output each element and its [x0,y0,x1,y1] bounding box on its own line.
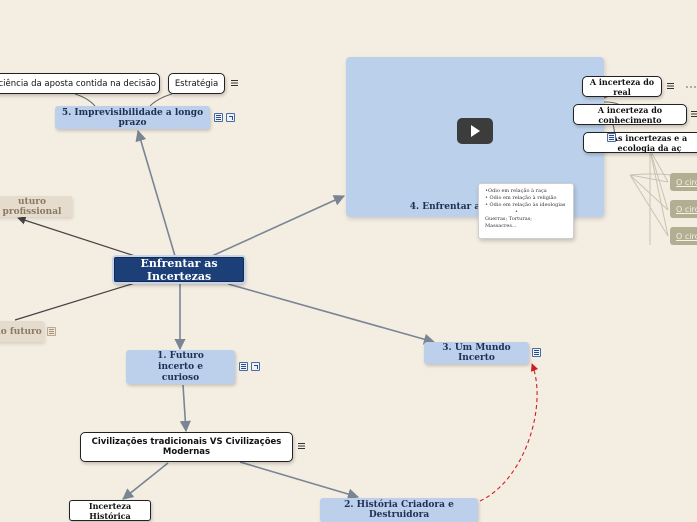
subtopic-civilizacoes[interactable]: Civilizações tradicionais VS Civilizaçõe… [80,432,293,462]
notes-icon[interactable] [690,110,697,119]
edge-central-to-faded-bottom [14,282,136,321]
edge-central-to-t3 [227,283,436,345]
notes-icon[interactable] [239,362,248,371]
notes-icon[interactable] [607,133,616,142]
external-link-icon[interactable] [226,113,235,122]
edge-central-to-t4 [211,195,346,257]
central-topic[interactable]: Enfrentar as Incertezas [114,257,244,283]
notes-icon[interactable] [297,442,306,451]
edge-central-to-t5 [135,129,176,257]
note-card: •Ódio em relação à raça • Ódio em relaçã… [478,183,574,239]
external-link-icon[interactable] [251,362,260,371]
faded-topic-futuro[interactable]: no futuro [0,321,44,342]
edge-t5-to-aposta [74,93,96,107]
notes-icon[interactable] [532,348,541,357]
relationship-line [479,363,539,502]
topic-futuro-incerto[interactable]: 1. Futuro incerto e curioso [126,350,235,384]
video-title: 4. Enfrentar as incertezas [409,202,541,212]
faded-topic-profissional[interactable]: uturo profissional [0,196,72,217]
topic-mundo-incerto[interactable]: 3. Um Mundo Incerto [424,342,529,364]
notes-icon[interactable] [214,113,223,122]
notes-icon[interactable] [666,82,675,91]
edge-t5-to-estrategia [149,93,173,107]
play-icon[interactable] [457,118,493,144]
edge-central-to-faded-top [17,216,136,257]
olive-link-3[interactable]: O circ [670,227,697,245]
subtopic-incerteza-conhecimento[interactable]: A incerteza do conhecimento [573,104,687,125]
subtopic-incerteza-historica[interactable]: Incerteza Histórica [69,500,151,521]
olive-link-1[interactable]: O circ [670,173,697,191]
topic-historia-criadora[interactable]: 2. História Criadora e Destruidora [320,498,478,522]
notes-icon[interactable] [47,327,56,336]
notes-icon[interactable] [230,79,239,88]
subtopic-estrategia[interactable]: Estratégia [168,73,225,94]
topic-imprevisibilidade[interactable]: 5. Imprevisibilidade a longo prazo [55,106,210,129]
edge-civ-to-hist [239,461,360,500]
subtopic-aposta[interactable]: sciência da aposta contida na decisão [0,73,160,94]
olive-link-2[interactable]: O circ [670,200,697,218]
subtopic-incertezas-ecologia[interactable]: As incertezas e a ecologia da aç [583,132,697,153]
edge-civ-to-incerteza [122,462,169,500]
subtopic-incerteza-real[interactable]: A incerteza do real [582,76,662,97]
edge-t1-to-civ [179,384,191,433]
